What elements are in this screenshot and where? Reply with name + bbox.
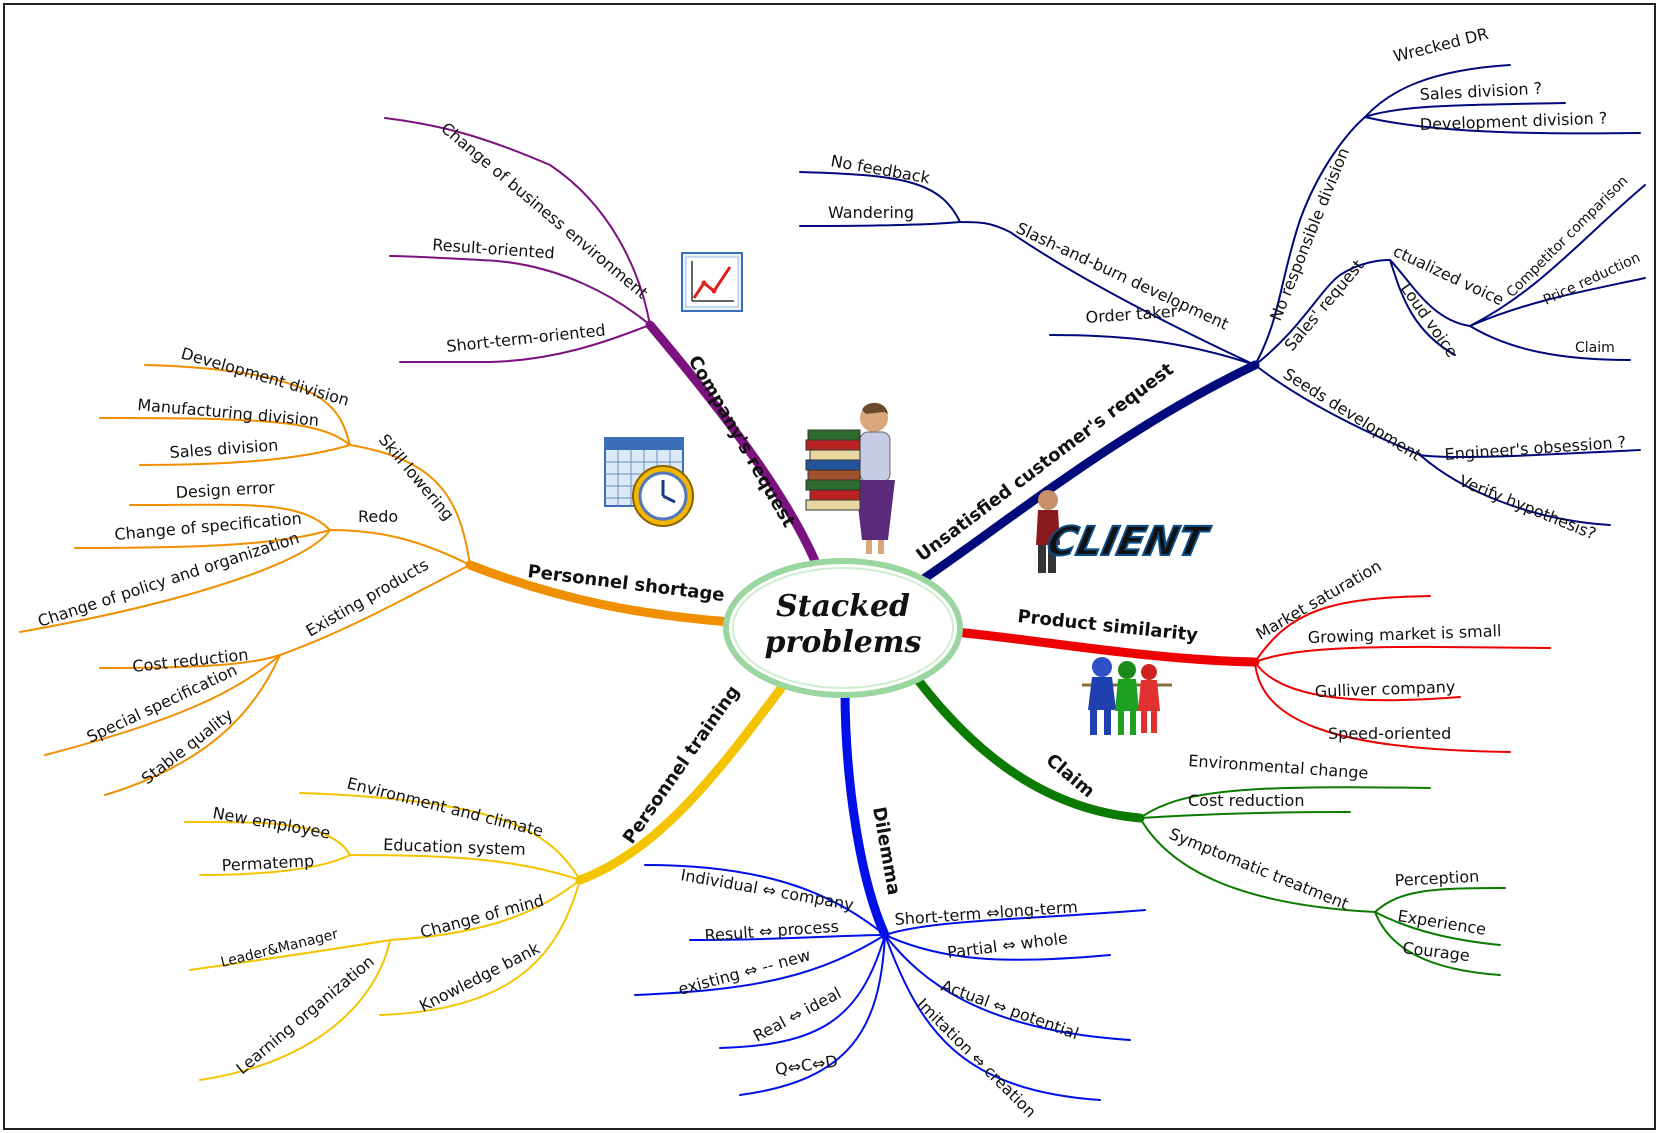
node-gulliver-company[interactable]: Gulliver company xyxy=(1314,677,1455,701)
node-permatemp[interactable]: Permatemp xyxy=(221,851,314,875)
calendar-clock-icon xyxy=(604,437,694,527)
branch-company-request xyxy=(384,117,823,573)
center-title-line2: problems xyxy=(765,625,922,660)
branch-product-similarity xyxy=(950,595,1551,753)
node-perception[interactable]: Perception xyxy=(1394,867,1479,890)
person-carrying-books xyxy=(805,402,895,554)
client-sign-text: CLIENT xyxy=(1043,517,1214,564)
node-cost-reduction-green[interactable]: Cost reduction xyxy=(1188,791,1304,810)
branch-customer-request xyxy=(799,64,1646,585)
people-pulling-rope xyxy=(1082,657,1172,735)
node-education-system[interactable]: Education system xyxy=(383,835,526,859)
node-redo[interactable]: Redo xyxy=(358,507,398,526)
branch-personnel-training xyxy=(184,678,790,1081)
node-claim-navy[interactable]: Claim xyxy=(1575,340,1615,356)
branch-dilemma xyxy=(634,685,1146,1101)
person-pushing-client-sign: CLIENT xyxy=(1036,490,1215,573)
center-node[interactable]: Stacked problems xyxy=(723,558,963,698)
branch-claim xyxy=(913,675,1506,976)
branch-personnel-shortage xyxy=(19,364,735,796)
node-speed-oriented[interactable]: Speed-oriented xyxy=(1328,724,1451,743)
node-wandering[interactable]: Wandering xyxy=(828,203,914,222)
line-chart-icon xyxy=(681,252,743,312)
center-title-line1: Stacked xyxy=(776,589,910,624)
